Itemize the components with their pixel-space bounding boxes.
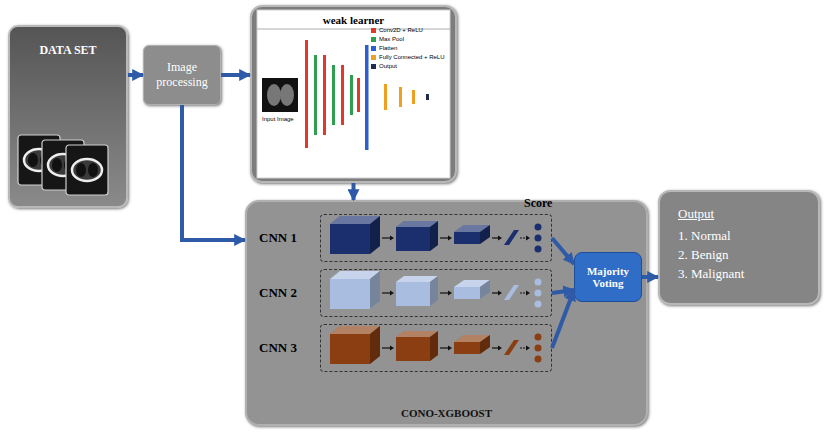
voting-box: Majority Voting [574, 252, 642, 302]
flow-arrow [352, 183, 356, 200]
legend-item: Conv2D + ReLU [371, 27, 445, 36]
legend-text: Output [379, 63, 397, 69]
node-text: CONO-XGBOOST [401, 407, 492, 419]
legend: Conv2D + ReLU Max PoolFlattenFully Connec… [371, 27, 445, 72]
legend-text: Max Pool [379, 36, 404, 42]
legend-swatch [371, 28, 376, 33]
node-text: 2. Benign [678, 247, 806, 263]
node-text: 3. Malignant [678, 266, 806, 282]
legend-swatch [371, 37, 376, 42]
legend-text: Fully Connected + ReLU [379, 54, 445, 60]
cnn-stacks [330, 216, 542, 364]
legend-text: Conv2D + ReLU [379, 27, 423, 33]
flow-arrow [552, 238, 574, 264]
ct-scan-stack [18, 135, 108, 195]
node-text: Output [678, 206, 806, 222]
node-text: 1. Normal [678, 228, 806, 244]
node-text: DATA SET [39, 43, 96, 58]
node-text: weak learner [323, 14, 384, 26]
dataset-box: DATA SET [8, 25, 128, 208]
cnn-row: CNN 1 [320, 214, 552, 262]
flow-arrow [128, 73, 143, 77]
node-text: CNN 3 [259, 340, 297, 356]
legend-item: Max Pool [371, 36, 445, 45]
node-text: CNN 2 [259, 285, 297, 301]
legend-swatch [371, 55, 376, 60]
node-text: Image processing [148, 60, 216, 90]
cnn-row: CNN 2 [320, 269, 552, 317]
legend-item: Flatten [371, 45, 445, 54]
process-box: Image processing [143, 45, 221, 105]
ensemble-box: CONO-XGBOOST CNN 1 CNN 2 CNN 3 Majority Voti… [245, 200, 648, 426]
flow-arrow [552, 290, 574, 293]
cnn-architecture [257, 10, 450, 178]
flow-arrow [642, 275, 658, 279]
score-label: Score [524, 196, 552, 211]
legend-text: Flatten [379, 45, 397, 51]
legend-item: Fully Connected + ReLU [371, 54, 445, 63]
legend-swatch [371, 46, 376, 51]
node-text: CNN 1 [259, 230, 297, 246]
model-panel: weak learner [250, 5, 457, 183]
image-caption: Input Image [262, 116, 294, 122]
output-box: Output 1. Normal 2. Benign 3. Malignant [658, 190, 820, 305]
flow-arrow [552, 290, 574, 348]
flow-arrow [221, 73, 250, 77]
legend-item: Output [371, 63, 445, 72]
flow-arrow [182, 105, 245, 240]
cnn-row: CNN 3 [320, 324, 552, 372]
legend-swatch [371, 64, 376, 69]
node-text: Majority Voting [579, 265, 637, 289]
